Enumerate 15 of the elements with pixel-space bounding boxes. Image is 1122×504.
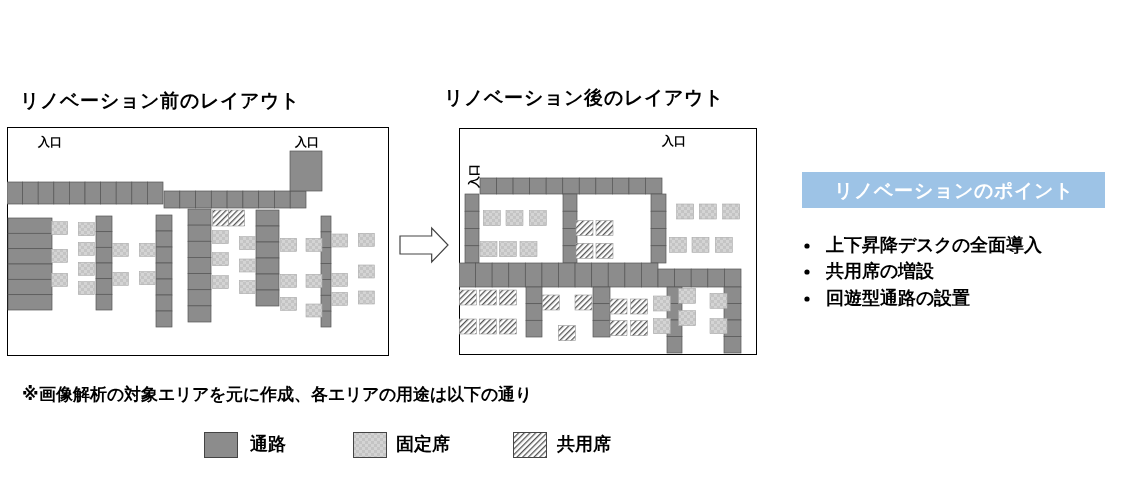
bullet-item: 回遊型通路の設置 [826, 286, 970, 310]
entrance-label: 入口 [662, 133, 686, 150]
bullet-item: 上下昇降デスクの全面導入 [826, 233, 1042, 257]
entrance-label: 入口 [295, 134, 319, 151]
entrance-label: 入口 [38, 134, 62, 151]
entrance-label: 入口 [466, 164, 482, 188]
bullet-item: 共用席の増設 [826, 259, 934, 283]
legend-label: 共用席 [557, 432, 611, 456]
heading-banner: リノベーションのポイント [802, 172, 1105, 208]
layout-heading: リノベーション前のレイアウト [20, 88, 300, 113]
block-arrow [399, 226, 449, 264]
footnote: ※画像解析の対象エリアを元に作成、各エリアの用途は以下の通り [22, 383, 532, 406]
legend-label: 固定席 [396, 432, 450, 456]
layout-heading: リノベーション後のレイアウト [444, 85, 724, 110]
legend-label: 通路 [250, 432, 286, 456]
